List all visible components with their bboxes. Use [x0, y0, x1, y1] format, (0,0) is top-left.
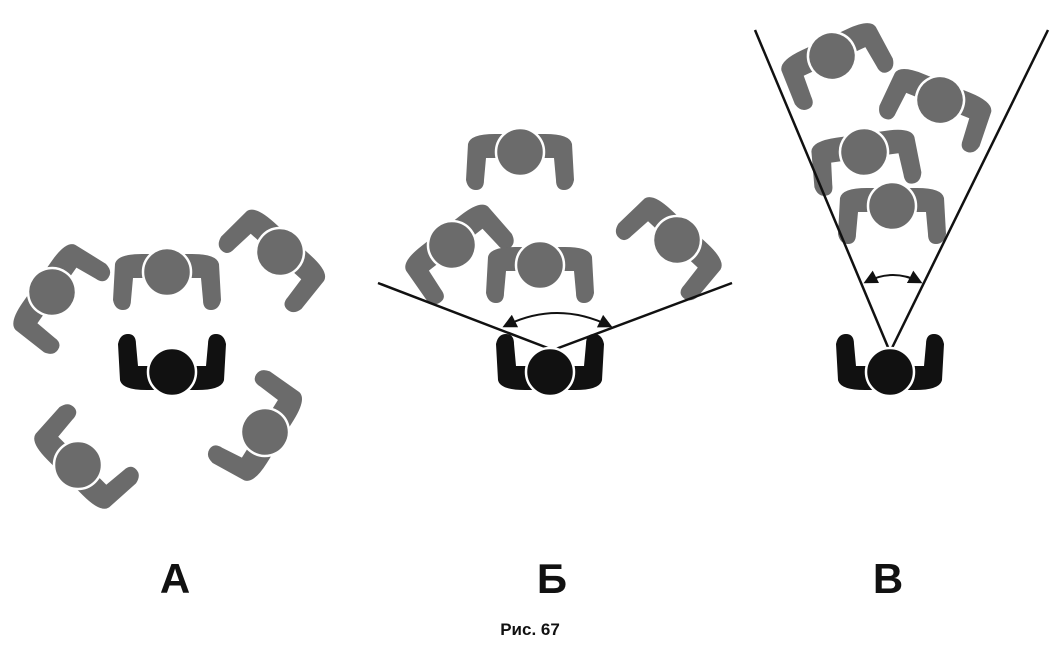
listener-icon [484, 239, 596, 305]
speaker-icon [834, 332, 946, 398]
speaker-icon [116, 332, 228, 398]
panel-label-b: Б [536, 555, 568, 602]
view-line [377, 281, 554, 352]
listener-icon [0, 232, 116, 360]
view-line [888, 29, 1050, 353]
panel-v [753, 10, 1050, 398]
panel-label-v: В [872, 555, 904, 602]
panel-b [377, 126, 735, 398]
view-line [552, 281, 733, 352]
view-line [753, 29, 892, 353]
speaker-icon [494, 332, 606, 398]
listener-icon [464, 126, 576, 192]
listener-icon [213, 196, 338, 318]
listener-icon [111, 246, 223, 312]
figure-caption: Рис. 67 [500, 620, 560, 639]
listener-icon [771, 10, 899, 115]
panel-label-a: А [159, 555, 191, 602]
angle-arrow-icon [502, 312, 613, 328]
listener-icon [836, 180, 948, 246]
listener-icon [21, 398, 145, 522]
panel-a [0, 196, 338, 522]
angle-arrow-icon [863, 270, 923, 284]
listener-icon [610, 184, 735, 306]
